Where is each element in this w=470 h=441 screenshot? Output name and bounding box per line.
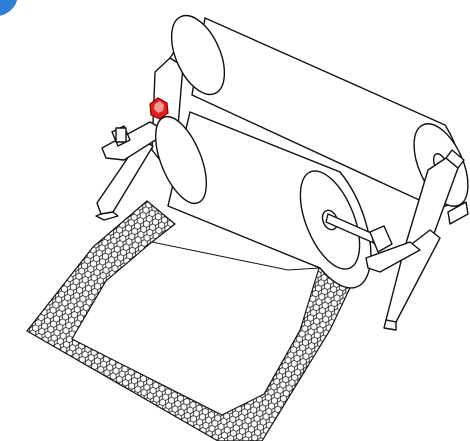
corner-step-badge	[0, 0, 18, 16]
hex-knob-highlight-icon	[149, 97, 169, 120]
honeycomb-paper-sheet	[26, 200, 359, 441]
right-stand-frame	[365, 149, 469, 331]
